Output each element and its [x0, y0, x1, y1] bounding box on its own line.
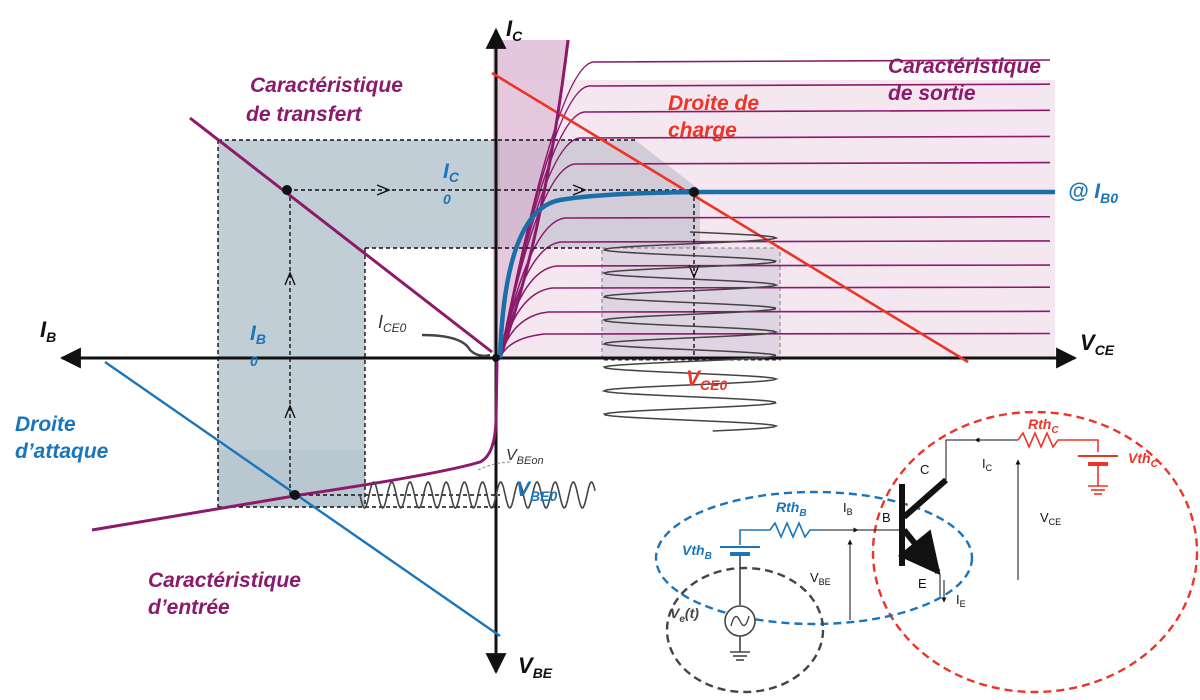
label-ve: Ve(t)	[670, 605, 699, 625]
label-ib0: @ IB0	[1068, 180, 1118, 206]
point-input	[290, 490, 300, 500]
label-vbeon: VBEon	[506, 447, 544, 467]
label-attack-2: d’attaque	[15, 440, 109, 463]
arrow-up-2	[284, 404, 296, 419]
circuit-base-loop	[654, 490, 974, 626]
output-region-shade	[500, 80, 1055, 358]
label-circuit-ic: IC	[982, 456, 993, 473]
arrow-down-1	[688, 264, 700, 279]
label-transfer-2: de transfert	[246, 103, 363, 126]
axis-label-ic: IC	[506, 16, 523, 44]
rthb-resistor	[739, 520, 820, 545]
label-output-2: de sortie	[888, 82, 976, 105]
label-circuit-ib: IB	[843, 500, 853, 517]
label-vbe0: VBE0	[516, 478, 557, 504]
circuit-source-loop	[665, 566, 825, 694]
label-output-1: Caractéristique	[888, 55, 1041, 78]
axes	[59, 27, 1078, 675]
label-vthb: VthB	[682, 542, 712, 562]
label-circuit-vce: VCE	[1040, 510, 1061, 527]
label-ib0-axis-sub: 0	[250, 353, 258, 369]
label-c: C	[920, 462, 929, 477]
shade-bottom-band	[218, 450, 365, 507]
saturation-edge	[498, 39, 570, 359]
label-input-1: Caractéristique	[148, 569, 301, 592]
circuit: RthC VthC RthB VthB Ve(t) C B E IC IB IE…	[654, 410, 1199, 694]
label-rthc: RthC	[1028, 416, 1059, 436]
label-e: E	[918, 576, 927, 591]
transfer-characteristic	[189, 116, 493, 354]
point-transfer	[282, 185, 292, 195]
label-load-1: Droite de	[668, 92, 759, 115]
label-input-2: d’entrée	[148, 596, 230, 619]
shade-ib-band	[218, 140, 365, 507]
construction-arrows	[284, 184, 700, 419]
label-load-2: charge	[668, 119, 737, 142]
load-line	[491, 71, 969, 364]
vce-sinusoid	[601, 231, 779, 432]
axis-label-ib: IB	[40, 317, 56, 345]
ground-collector	[1088, 485, 1108, 495]
arrow-right-2	[572, 184, 587, 196]
label-ib0-axis: IB	[250, 322, 266, 347]
label-transfer-1: Caractéristique	[250, 74, 403, 97]
label-ic0: IC	[443, 160, 460, 185]
point-origin	[492, 354, 500, 362]
axis-label-vce: VCE	[1080, 330, 1115, 358]
transistor-collector	[902, 477, 948, 520]
arrow-right-1	[376, 184, 391, 196]
label-b: B	[882, 510, 891, 525]
label-circuit-ie: IE	[956, 592, 966, 609]
label-ice0: ICE0	[378, 312, 407, 335]
vbe-sinusoid	[359, 481, 596, 509]
label-rthb: RthB	[776, 499, 807, 519]
wire-collector	[945, 439, 1018, 480]
ground-base	[730, 651, 750, 661]
label-vce0: VCE0	[686, 367, 727, 393]
attack-line	[104, 361, 501, 637]
label-attack-1: Droite	[15, 413, 76, 436]
saturation-region	[493, 40, 570, 358]
circuit-collector-loop	[871, 410, 1199, 694]
arrow-up-1	[284, 271, 296, 286]
axis-label-vbe: VBE	[518, 653, 553, 681]
label-vthc: VthC	[1128, 450, 1159, 470]
output-curve-ib0	[497, 189, 1055, 359]
vbeon-tick	[477, 461, 513, 471]
ice0-pointer	[421, 333, 491, 358]
input-characteristic	[91, 361, 499, 532]
point-q	[689, 187, 699, 197]
ve-source-wave	[730, 615, 750, 627]
rthc-resistor	[1017, 430, 1099, 452]
label-circuit-vbe: VBE	[810, 570, 831, 587]
label-ic0-sub: 0	[443, 191, 451, 207]
transistor-emitter	[897, 528, 941, 576]
